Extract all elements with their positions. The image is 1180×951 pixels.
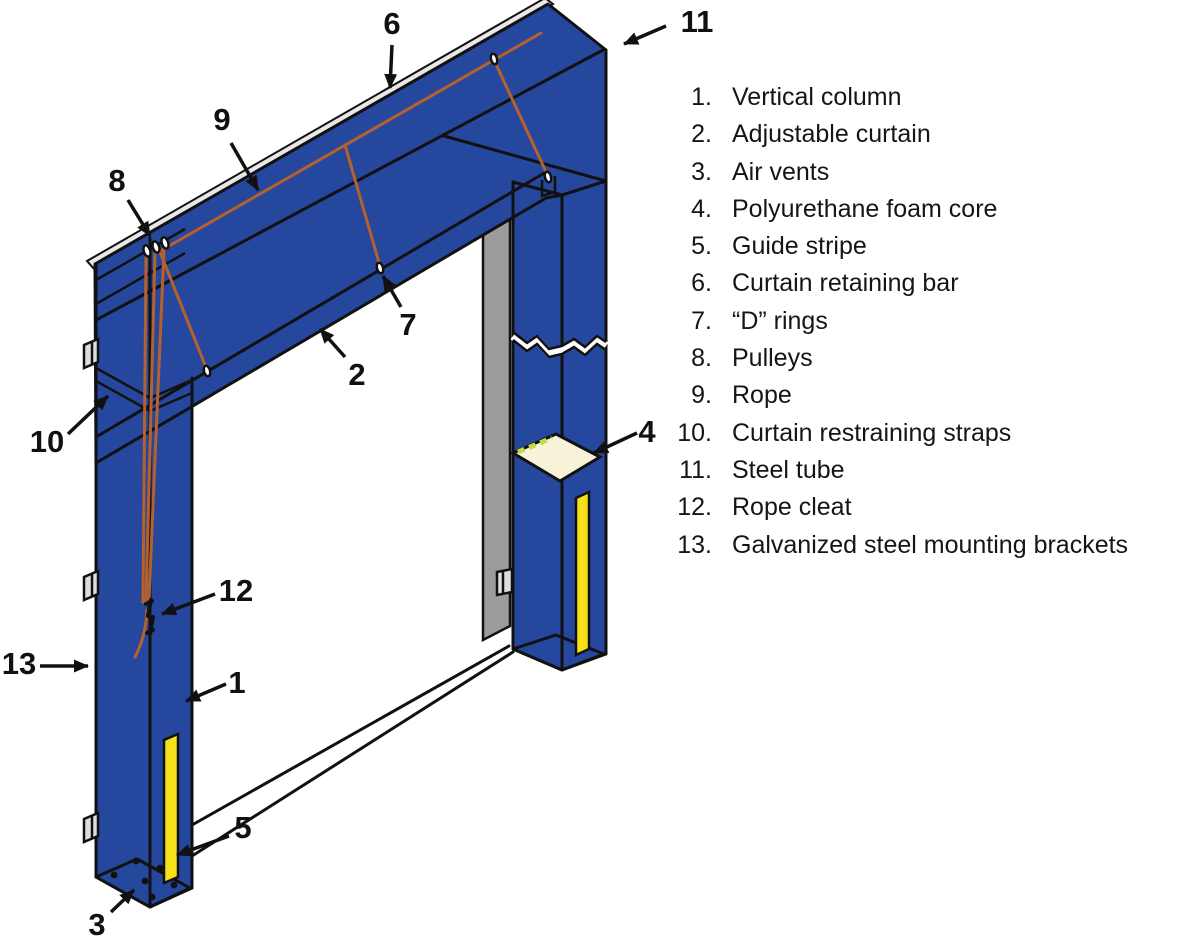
legend-item-number: 3. [691, 157, 712, 186]
legend-item-label: Pulleys [732, 344, 813, 373]
legend-item: 1. Vertical column [666, 79, 1128, 116]
legend-item: 6. Curtain retaining bar [666, 265, 1128, 302]
d-rings [202, 52, 553, 378]
legend-item-number: 5. [691, 232, 712, 261]
legend-item: 8. Pulleys [666, 340, 1128, 377]
legend-item-number: 8. [691, 344, 712, 373]
callout-number-2: 2 [348, 357, 366, 392]
callout-arrows [40, 24, 667, 914]
legend-item-number: 1. [691, 83, 712, 111]
callout-number-4: 4 [638, 414, 656, 449]
rope-cleat [144, 598, 155, 636]
pulleys [142, 236, 170, 308]
callout-number-1: 1 [228, 665, 246, 700]
callout-number-10: 10 [29, 424, 65, 459]
legend-item-number: 11. [679, 455, 712, 484]
guide-stripe-right [574, 490, 591, 657]
legend-item-label: Steel tube [732, 455, 845, 484]
door-sill-lines [190, 644, 515, 858]
callout-number-6: 6 [383, 6, 401, 41]
legend-item: 4. Polyurethane foam core [666, 191, 1128, 228]
legend-item-label: Vertical column [732, 83, 902, 111]
callout-number-8: 8 [108, 163, 126, 198]
foam-hatch [517, 435, 553, 455]
legend-item-label: Curtain restraining straps [732, 418, 1012, 447]
legend-item-number: 13. [677, 530, 712, 559]
legend-item: 12. Rope cleat [666, 489, 1128, 526]
callout-number-11: 11 [680, 4, 714, 39]
legend-item-number: 9. [691, 381, 712, 410]
legend-item: 2. Adjustable curtain [666, 116, 1128, 153]
legend-item-label: Air vents [732, 157, 830, 186]
callout-number-3: 3 [88, 907, 106, 942]
callout-number-13: 13 [1, 646, 37, 681]
legend-item: 9. Rope [666, 377, 1128, 414]
legend-item: 3. Air vents [666, 154, 1128, 191]
legend-item: 13. Galvanized steel mounting brackets [666, 527, 1128, 564]
legend-item-number: 10. [677, 418, 712, 447]
legend-item-label: Guide stripe [732, 232, 867, 261]
legend-item-number: 2. [691, 120, 712, 149]
legend-item-number: 4. [691, 194, 712, 223]
right-column-bracket [495, 567, 514, 597]
legend-item-label: Rope cleat [732, 493, 852, 522]
mounting-brackets [82, 337, 514, 844]
legend-item: 11. Steel tube [666, 452, 1128, 489]
polyurethane-foam-core [509, 432, 604, 483]
column-break-line [510, 331, 609, 359]
air-vents [110, 857, 178, 901]
callout-number-9: 9 [213, 102, 231, 137]
legend-item-label: Galvanized steel mounting brackets [732, 530, 1129, 559]
legend-item: 7. “D” rings [666, 303, 1128, 340]
callout-number-5: 5 [234, 810, 252, 845]
legend-item-number: 7. [691, 306, 712, 335]
callout-number-7: 7 [399, 307, 417, 342]
legend-item-number: 12. [677, 493, 712, 522]
legend-item-label: Adjustable curtain [732, 120, 931, 149]
legend-item-label: Polyurethane foam core [732, 194, 998, 223]
legend-item-label: Rope [732, 381, 792, 410]
legend-item-label: “D” rings [732, 306, 828, 335]
legend-item: 10. Curtain restraining straps [666, 415, 1128, 452]
guide-stripe-left [162, 732, 180, 885]
callout-number-12: 12 [218, 573, 254, 608]
legend-item-number: 6. [691, 269, 712, 298]
parts-legend: 1. Vertical column 2. Adjustable curtain 3. A… [666, 79, 1128, 564]
legend-item: 5. Guide stripe [666, 228, 1128, 265]
legend-item-label: Curtain retaining bar [732, 269, 959, 298]
